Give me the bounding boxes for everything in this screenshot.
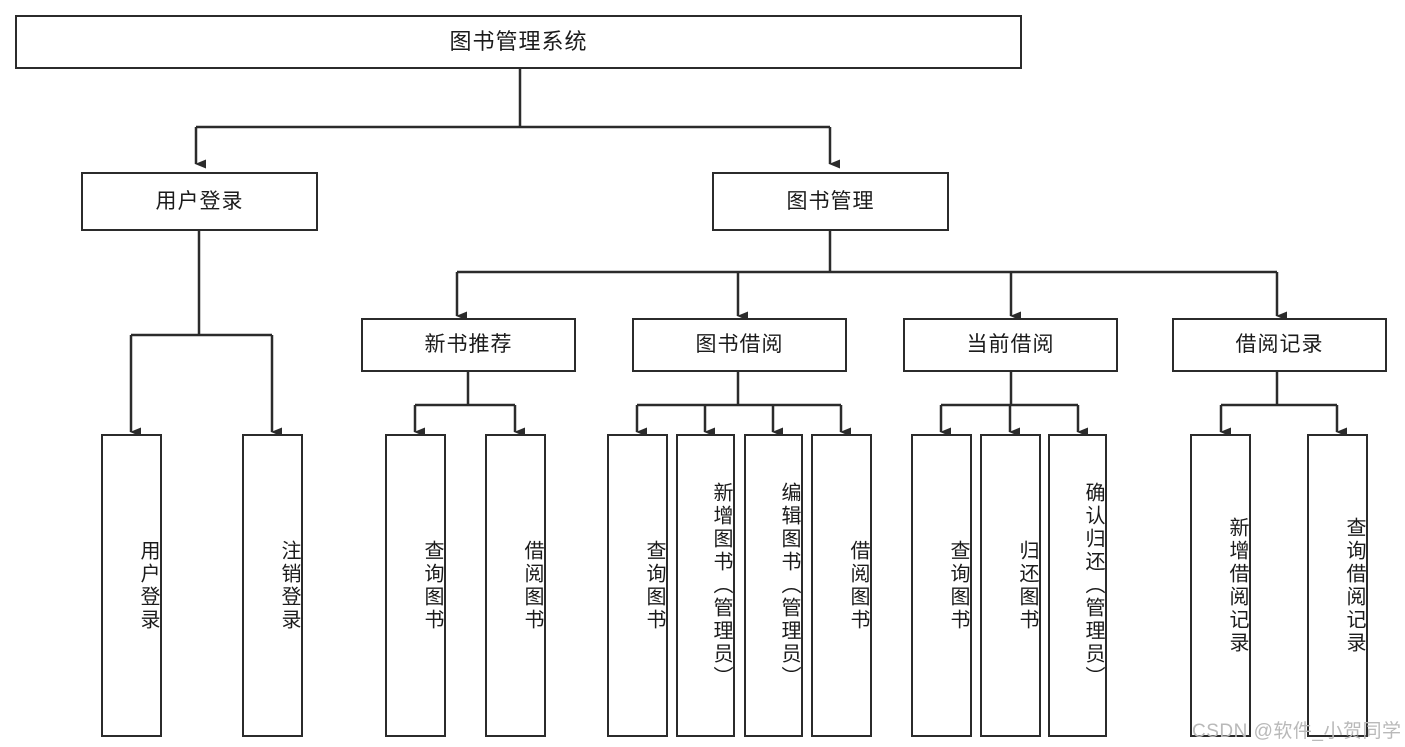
node-root-system-label: 图书管理系统 (449, 28, 588, 54)
leaf-new-book-query[interactable]: 查询图书 (385, 434, 446, 737)
leaf-borrow-record-add-label: 新增借阅记录 (1226, 516, 1248, 655)
leaf-book-borrow-query-label: 查询图书 (643, 539, 665, 632)
leaf-borrow-record-add[interactable]: 新增借阅记录 (1190, 434, 1251, 737)
node-new-book-recommend[interactable]: 新书推荐 (361, 318, 576, 372)
leaf-book-borrow-add[interactable]: 新增图书（管理员） (676, 434, 735, 737)
leaf-current-borrow-return-label: 归还图书 (1016, 539, 1038, 632)
node-book-borrow-label: 图书借阅 (695, 333, 784, 357)
node-current-borrow-label: 当前借阅 (966, 333, 1055, 357)
leaf-current-borrow-confirm-label: 确认归还（管理员） (1082, 482, 1104, 689)
leaf-current-borrow-query[interactable]: 查询图书 (911, 434, 972, 737)
leaf-book-borrow-borrow-label: 借阅图书 (847, 539, 869, 632)
leaf-new-book-borrow[interactable]: 借阅图书 (485, 434, 546, 737)
leaf-borrow-record-query[interactable]: 查询借阅记录 (1307, 434, 1368, 737)
leaf-book-borrow-borrow[interactable]: 借阅图书 (811, 434, 872, 737)
leaf-new-book-borrow-label: 借阅图书 (521, 539, 543, 632)
leaf-book-borrow-edit-label: 编辑图书（管理员） (778, 482, 800, 689)
node-borrow-record-label: 借阅记录 (1235, 333, 1324, 357)
node-root-system[interactable]: 图书管理系统 (15, 15, 1022, 69)
leaf-user-login-login[interactable]: 用户登录 (101, 434, 162, 737)
node-book-manage-label: 图书管理 (786, 189, 875, 213)
leaf-book-borrow-query[interactable]: 查询图书 (607, 434, 668, 737)
node-book-borrow[interactable]: 图书借阅 (632, 318, 847, 372)
node-borrow-record[interactable]: 借阅记录 (1172, 318, 1387, 372)
leaf-book-borrow-add-label: 新增图书（管理员） (710, 482, 732, 689)
node-user-login-label: 用户登录 (155, 189, 244, 213)
leaf-user-login-logout[interactable]: 注销登录 (242, 434, 303, 737)
leaf-user-login-login-label: 用户登录 (137, 539, 159, 632)
leaf-book-borrow-edit[interactable]: 编辑图书（管理员） (744, 434, 803, 737)
leaf-borrow-record-query-label: 查询借阅记录 (1343, 516, 1365, 655)
leaf-new-book-query-label: 查询图书 (421, 539, 443, 632)
node-current-borrow[interactable]: 当前借阅 (903, 318, 1118, 372)
leaf-user-login-logout-label: 注销登录 (278, 539, 300, 632)
leaf-current-borrow-return[interactable]: 归还图书 (980, 434, 1041, 737)
leaf-current-borrow-confirm[interactable]: 确认归还（管理员） (1048, 434, 1107, 737)
node-book-manage[interactable]: 图书管理 (712, 172, 949, 231)
leaf-current-borrow-query-label: 查询图书 (947, 539, 969, 632)
node-new-book-recommend-label: 新书推荐 (424, 333, 513, 357)
node-user-login[interactable]: 用户登录 (81, 172, 318, 231)
